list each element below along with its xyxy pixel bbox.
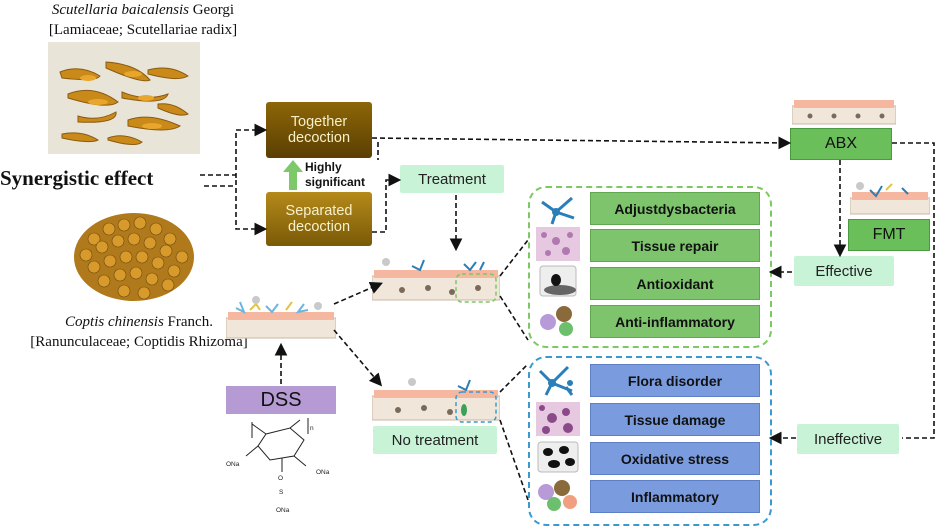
oxidative-stress-icon [537, 441, 579, 473]
together-decoction-label: Together decoction [287, 114, 351, 146]
effect-inflammatory: Inflammatory [590, 480, 760, 513]
tissue-fmt [850, 182, 930, 215]
effect-tissue-damage: Tissue damage [590, 403, 760, 436]
dss-ona-bottom: ONa [276, 507, 290, 514]
dss-ona-left: ONa [226, 461, 240, 468]
separated-decoction-panel: Separated decoction [266, 192, 372, 246]
fmt-box: FMT [848, 219, 930, 251]
tissue-untreated [372, 378, 500, 423]
inflammatory-cells-icon [538, 480, 577, 511]
ineffective-label: Ineffective [797, 424, 899, 454]
herb-top-family: [Lamiaceae; Scutellariae radix] [48, 22, 238, 38]
up-arrow-icon [283, 160, 303, 190]
effect-adjust-dysbacteria: Adjustdysbacteria [590, 192, 760, 225]
dss-ona-right: ONa [316, 469, 330, 476]
herb-bottom-family: [Ranunculaceae; Coptidis Rhizoma] [30, 334, 248, 350]
tissue-damage-icon [536, 402, 580, 436]
no-treatment-label: No treatment [373, 426, 497, 454]
synergistic-effect-label: Synergistic effect [0, 166, 154, 190]
effect-antioxidant: Antioxidant [590, 267, 760, 300]
herb-top-caption: Scutellaria baicalensis Georgi [Lamiacea… [28, 0, 258, 40]
bacteria-icon [541, 196, 575, 225]
dss-structure: n ONa ONa ONa O S [224, 414, 338, 514]
separated-decoction-label: Separated decoction [285, 203, 353, 235]
herb-bottom-latin: Coptis chinensis [65, 314, 164, 330]
effect-flora-disorder: Flora disorder [590, 364, 760, 397]
antioxidant-icon [539, 265, 577, 297]
tissue-treated [372, 258, 500, 303]
together-decoction-panel: Together decoction [266, 102, 372, 158]
tissue-initial [226, 296, 336, 339]
highly-significant-label: Highly significant [305, 160, 366, 189]
effect-tissue-repair: Tissue repair [590, 229, 760, 262]
abx-box: ABX [790, 128, 892, 160]
effective-label: Effective [794, 256, 894, 286]
dss-label: DSS [226, 386, 336, 414]
herb-top-latin: Scutellaria baicalensis [51, 2, 189, 18]
effect-anti-inflammatory: Anti-inflammatory [590, 305, 760, 338]
immune-cells-icon [540, 306, 573, 336]
herb-top-author: Georgi [188, 2, 235, 18]
dss-s-label: S [279, 489, 284, 496]
scutellaria-photo [48, 42, 200, 154]
coptis-photo [64, 195, 204, 307]
tissue-abx [792, 100, 896, 125]
herb-bottom-caption: Coptis chinensis Franch. [Ranunculaceae;… [14, 312, 264, 352]
treatment-label: Treatment [400, 165, 504, 193]
bacteria-disorder-icon [538, 365, 574, 396]
tissue-histology-icon [536, 227, 580, 261]
dss-n-label: n [310, 425, 314, 432]
herb-bottom-author: Franch. [163, 314, 213, 330]
dss-o-label: O [278, 475, 283, 482]
effect-oxidative-stress: Oxidative stress [590, 442, 760, 475]
